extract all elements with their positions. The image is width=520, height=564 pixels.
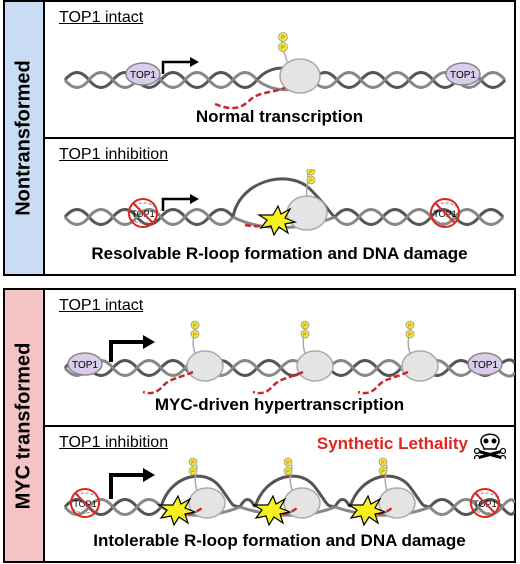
svg-text:TOP1: TOP1: [450, 70, 476, 81]
svg-text:P: P: [286, 470, 290, 476]
synthetic-lethality-label: Synthetic Lethality: [316, 434, 468, 453]
promoter-arrow-icon: [109, 335, 155, 362]
panel-caption: Resolvable R-loop formation and DNA dama…: [91, 244, 468, 263]
panel-title: TOP1 intact: [59, 9, 144, 26]
phospho-icon: P P: [300, 320, 310, 339]
rna-polymerase-icon: [169, 464, 226, 519]
inhibited-top1-icon: TOP1: [69, 488, 101, 518]
nontransformed-inhibition-panel: TOP1 inhibition P P: [45, 139, 514, 274]
svg-text:P: P: [281, 46, 285, 52]
svg-text:P: P: [193, 324, 197, 330]
svg-text:P: P: [303, 324, 307, 330]
dna-damage-burst-icon: [256, 204, 298, 237]
phospho-icon: P P: [188, 457, 198, 476]
phospho-icon: P P: [378, 457, 388, 476]
rna-polymerase-icon: [252, 327, 334, 395]
svg-text:P: P: [309, 179, 313, 185]
transcription-scene: P P P P P P TOP1: [63, 457, 515, 527]
myc-transformed-group: MYC transformed TOP1 intact: [3, 288, 516, 563]
myc-intact-panel: TOP1 intact: [45, 290, 515, 427]
svg-text:P: P: [191, 470, 195, 476]
top1-enzyme-icon: TOP1: [125, 62, 161, 86]
phospho-icon: P P: [190, 320, 200, 339]
phospho-icon: P P: [405, 320, 415, 339]
svg-text:TOP1: TOP1: [130, 70, 156, 81]
transcription-scene: P P TOP1 TOP1: [63, 32, 507, 110]
dna-damage-burst-icon: [251, 494, 293, 527]
phospho-icon: P P: [278, 32, 288, 52]
dna-damage-burst-icon: [346, 494, 388, 527]
panel-title: TOP1 inhibition: [59, 434, 169, 451]
svg-text:P: P: [281, 36, 285, 42]
top1-enzyme-icon: TOP1: [467, 352, 503, 376]
svg-text:P: P: [309, 170, 313, 176]
svg-text:TOP1: TOP1: [472, 360, 498, 371]
inhibited-top1-icon: TOP1: [127, 198, 159, 228]
transcription-scene: P P TOP1 TOP1: [63, 169, 505, 237]
svg-text:P: P: [193, 333, 197, 339]
svg-text:P: P: [408, 333, 412, 339]
rna-polymerase-icon: [357, 327, 439, 395]
skull-crossbones-icon: [474, 433, 506, 459]
rna-polymerase-icon: [142, 327, 224, 395]
phospho-icon: P P: [283, 457, 293, 476]
panel-caption: Normal transcription: [195, 107, 364, 126]
svg-text:P: P: [381, 461, 385, 467]
svg-text:P: P: [191, 461, 195, 467]
dna-damage-burst-icon: [156, 494, 198, 527]
phospho-icon: P P: [306, 169, 316, 185]
nontransformed-label: Nontransformed: [12, 60, 35, 216]
myc-transformed-label: MYC transformed: [12, 342, 35, 509]
promoter-arrow-icon: [161, 194, 199, 211]
transcription-scene: P P P P P P TOP1 TOP1: [63, 320, 515, 395]
svg-text:P: P: [408, 324, 412, 330]
panel-title: TOP1 inhibition: [59, 146, 169, 163]
svg-text:P: P: [303, 333, 307, 339]
top1-enzyme-icon: TOP1: [445, 62, 481, 86]
svg-text:P: P: [381, 470, 385, 476]
inhibited-top1-icon: TOP1: [429, 198, 461, 228]
rna-transcript: [214, 80, 296, 110]
svg-text:TOP1: TOP1: [72, 360, 98, 371]
nontransformed-sidebar: Nontransformed: [5, 2, 45, 274]
inhibited-top1-icon: TOP1: [469, 488, 501, 518]
myc-sidebar: MYC transformed: [5, 290, 45, 561]
top1-enzyme-icon: TOP1: [67, 352, 103, 376]
svg-text:P: P: [286, 461, 290, 467]
myc-inhibition-panel: TOP1 inhibition Synthetic Lethality: [45, 427, 515, 561]
promoter-arrow-icon: [109, 468, 155, 499]
nontransformed-intact-panel: TOP1 intact P: [45, 2, 514, 139]
promoter-arrow-icon: [161, 57, 199, 74]
panel-caption: Intolerable R-loop formation and DNA dam…: [93, 531, 466, 550]
panel-caption: MYC-driven hypertranscription: [154, 395, 405, 414]
nontransformed-group: Nontransformed TOP1 intact: [3, 0, 516, 276]
panel-title: TOP1 intact: [59, 297, 144, 314]
